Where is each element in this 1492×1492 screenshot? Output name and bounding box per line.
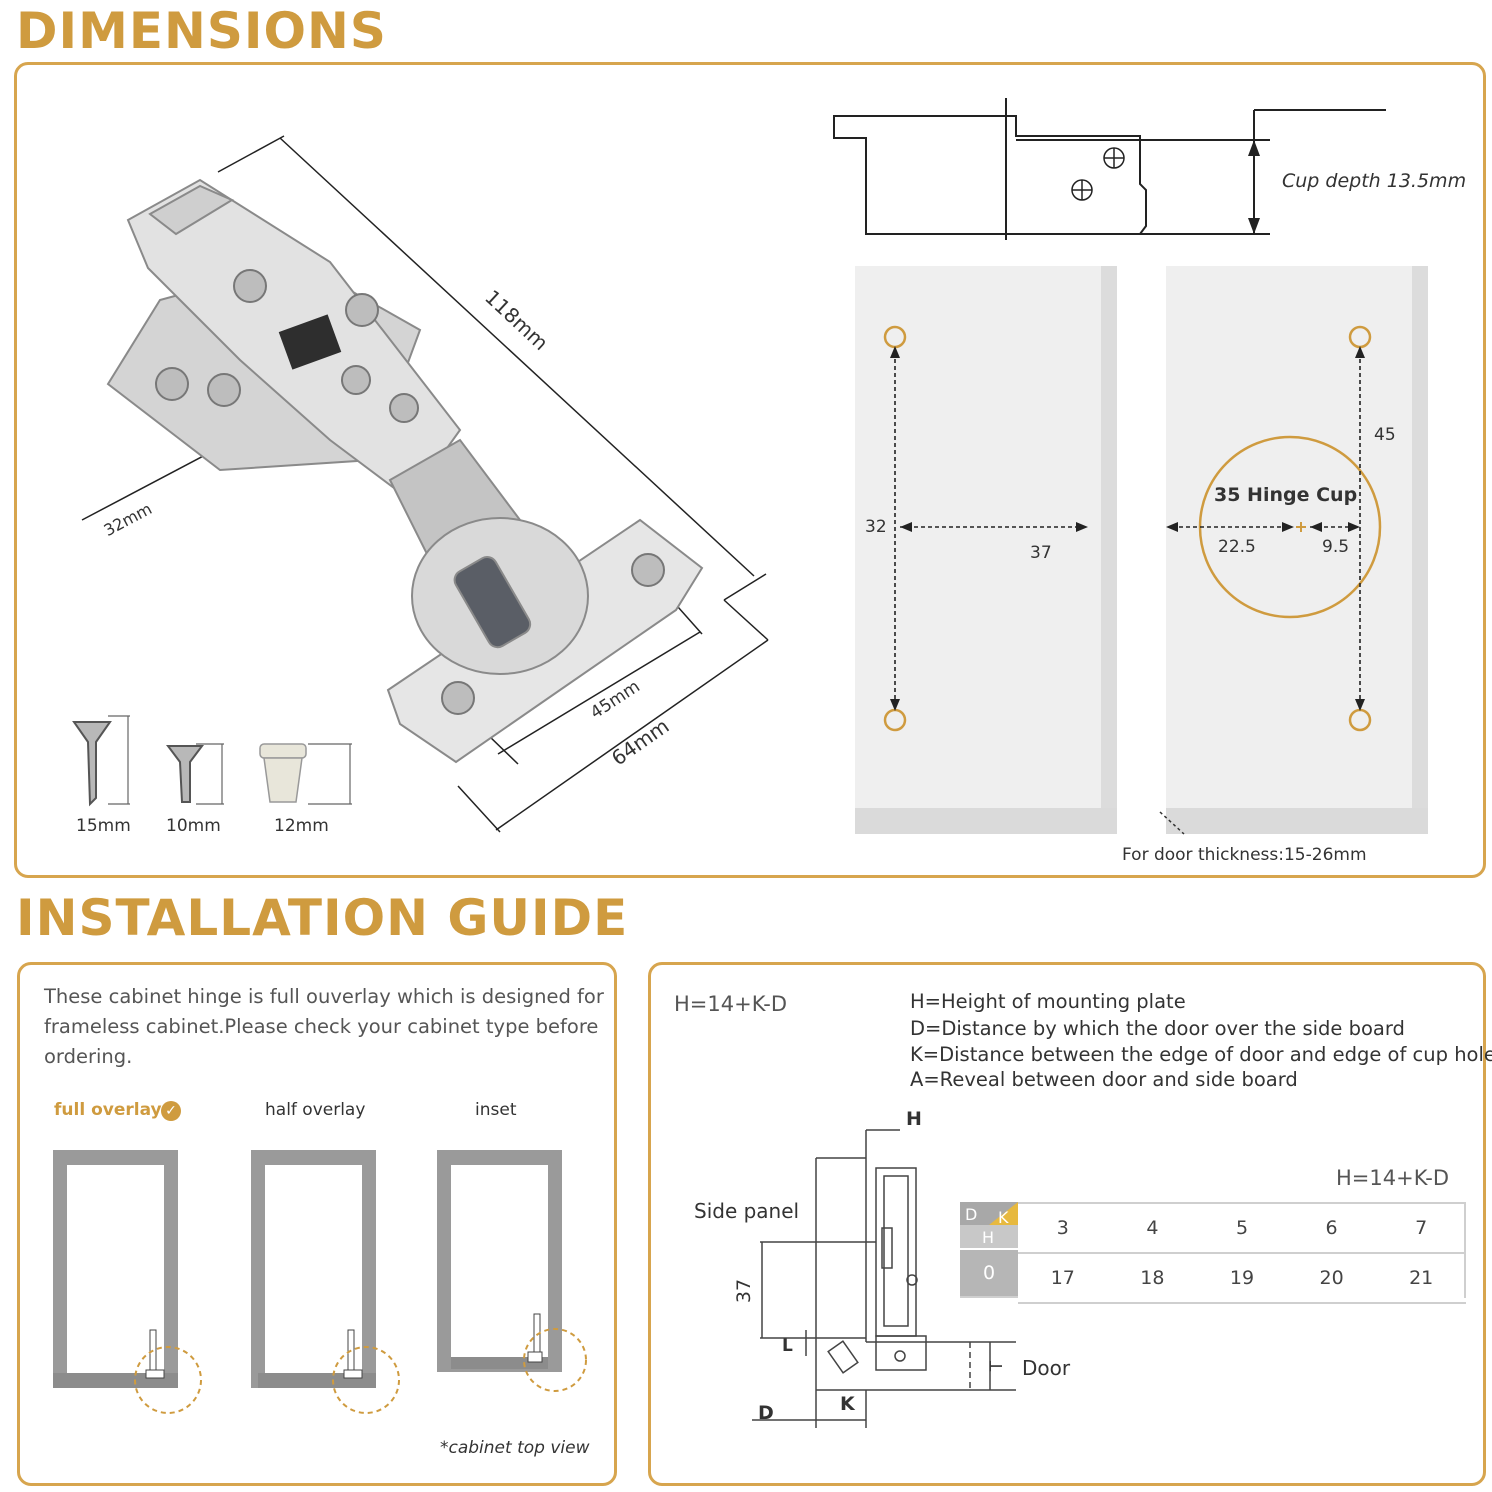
right-board-bottom	[1166, 808, 1428, 834]
table-d-cell: 0	[960, 1250, 1018, 1298]
diagram-l-label: L	[782, 1336, 793, 1356]
table-title: H=14+K-D	[1336, 1166, 1450, 1190]
full-overlay-diagram	[53, 1150, 202, 1414]
formula-label: H=14+K-D	[674, 992, 788, 1016]
type-full-overlay: full overlay	[54, 1100, 162, 1120]
diagram-t-label: T	[987, 1360, 1008, 1372]
installation-heading: INSTALLATION GUIDE	[16, 889, 629, 947]
check-icon: ✓	[161, 1101, 181, 1121]
cup-depth-label: Cup depth 13.5mm	[1282, 170, 1467, 192]
definition-k: K=Distance between the edge of door and …	[910, 1043, 1492, 1066]
d-value: 0	[982, 1262, 996, 1284]
diagram-h-label: H	[906, 1108, 922, 1130]
right-board-left-label: 22.5	[1218, 537, 1256, 557]
right-board-vertical-label: 45	[1374, 425, 1396, 445]
k-cell: 4	[1107, 1203, 1198, 1254]
h-cell: 20	[1286, 1253, 1377, 1304]
h-cell: 19	[1197, 1253, 1287, 1304]
k-cell: 5	[1197, 1203, 1287, 1254]
diagram-k-label: K	[840, 1393, 855, 1415]
intro-line-2: frameless cabinet.Please check your cabi…	[44, 1015, 599, 1038]
h-cell: 17	[1018, 1253, 1108, 1304]
left-board-horizontal-label: 37	[1030, 543, 1052, 563]
corner-d: D	[965, 1205, 978, 1224]
left-board-bottom	[855, 808, 1117, 834]
side-panel-label: Side panel	[694, 1199, 800, 1223]
type-half-overlay: half overlay	[265, 1100, 366, 1120]
corner-h: H	[982, 1228, 995, 1247]
type-inset: inset	[475, 1100, 517, 1120]
door-thickness-label: For door thickness:15-26mm	[1122, 845, 1367, 865]
dowel-12-label: 12mm	[274, 816, 329, 836]
right-board-edge	[1412, 266, 1428, 834]
right-board-right-label: 9.5	[1322, 537, 1350, 557]
table-corner-cell: D K H	[960, 1202, 1018, 1248]
left-board-vertical-label: 32	[865, 517, 887, 537]
h-cell: 21	[1376, 1253, 1466, 1304]
k-row: 3 4 5 6 7	[1018, 1203, 1466, 1254]
definition-a: A=Reveal between door and side board	[910, 1068, 1298, 1091]
definition-d: D=Distance by which the door over the si…	[910, 1017, 1405, 1040]
left-board-edge	[1101, 266, 1117, 834]
definition-h: H=Height of mounting plate	[910, 990, 1186, 1013]
diagram-d-label: D	[758, 1402, 774, 1424]
inset-diagram	[437, 1150, 587, 1392]
h-cell: 18	[1107, 1253, 1198, 1304]
cabinet-top-view-note: *cabinet top view	[440, 1438, 590, 1458]
half-overlay-diagram	[251, 1150, 400, 1414]
k-cell: 6	[1286, 1203, 1377, 1254]
table-right-border	[1464, 1202, 1466, 1298]
intro-line-1: These cabinet hinge is full ouverlay whi…	[44, 985, 604, 1008]
k-cell: 7	[1376, 1203, 1466, 1254]
door-label: Door	[1022, 1356, 1071, 1380]
dimensions-heading: DIMENSIONS	[16, 2, 387, 60]
h-row: 17 18 19 20 21	[1018, 1253, 1466, 1304]
intro-line-3: ordering.	[44, 1045, 133, 1068]
k-cell: 3	[1018, 1203, 1108, 1254]
corner-k: K	[998, 1208, 1009, 1227]
screw-10-label: 10mm	[166, 816, 221, 836]
hinge-cup-label: 35 Hinge Cup	[1214, 484, 1358, 506]
h-value-table: 3 4 5 6 7 17 18 19 20 21	[1018, 1202, 1466, 1304]
screw-15-label: 15mm	[76, 816, 131, 836]
diagram-37-label: 37	[733, 1278, 756, 1304]
